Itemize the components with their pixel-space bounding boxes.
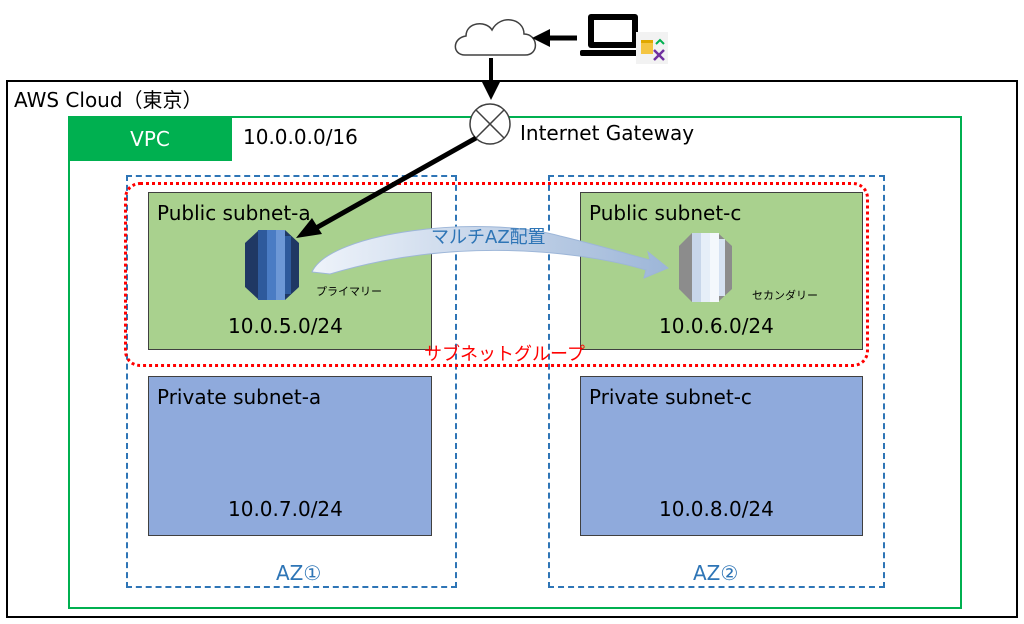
public-subnet-a-name: Public subnet-a — [157, 201, 311, 225]
gateway-to-primary-arrow — [296, 135, 478, 238]
internet-gateway-icon — [469, 103, 511, 145]
client-tool-icon — [636, 32, 668, 64]
private-subnet-c — [580, 376, 863, 536]
vpc-frame — [68, 116, 962, 609]
public-subnet-c-cidr: 10.0.6.0/24 — [659, 314, 774, 338]
private-subnet-a — [148, 376, 432, 536]
public-subnet-c-name: Public subnet-c — [589, 201, 742, 225]
aws-cloud-label: AWS Cloud（東京） — [14, 88, 203, 112]
subnet-group-frame — [124, 182, 869, 367]
aws-cloud-frame — [6, 80, 1018, 618]
cloud-to-gateway-arrow — [482, 58, 500, 100]
cloud-icon — [454, 19, 537, 56]
availability-zone-2 — [548, 175, 885, 588]
private-subnet-c-name: Private subnet-c — [589, 385, 752, 409]
primary-db-label: プライマリー — [316, 285, 382, 298]
private-subnet-a-cidr: 10.0.7.0/24 — [228, 497, 343, 521]
public-subnet-a-cidr: 10.0.5.0/24 — [228, 314, 343, 338]
public-subnet-a — [148, 192, 432, 350]
vpc-cidr: 10.0.0.0/16 — [243, 125, 358, 149]
availability-zone-1 — [126, 175, 457, 588]
az-1-label: AZ① — [276, 561, 322, 585]
private-subnet-c-cidr: 10.0.8.0/24 — [659, 497, 774, 521]
database-icon — [245, 230, 299, 300]
replication-label: マルチAZ配置 — [431, 227, 546, 248]
vpc-label: VPC — [68, 116, 232, 161]
secondary-db-label: セカンダリー — [752, 289, 818, 302]
client-to-cloud-arrow — [532, 29, 577, 47]
replication-arrow — [311, 226, 669, 279]
private-subnet-a-name: Private subnet-a — [157, 385, 322, 409]
database-icon — [679, 233, 732, 302]
az-2-label: AZ② — [693, 561, 739, 585]
laptop-icon — [580, 14, 646, 56]
subnet-group-label: サブネットグループ — [424, 344, 585, 365]
internet-gateway-label: Internet Gateway — [520, 121, 695, 145]
